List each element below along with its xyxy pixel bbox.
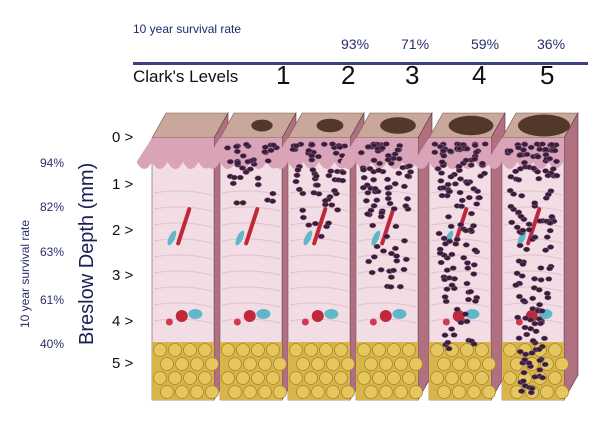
clark-level-1: 1 <box>276 60 291 90</box>
clark-level-4: 4 <box>472 60 487 90</box>
depth-tick-0: 0 > <box>112 129 134 146</box>
skin-block <box>486 111 579 402</box>
clark-level-3: 3 <box>405 60 420 90</box>
top-survival-rate: 93% <box>341 36 370 52</box>
depth-tick-4: 4 > <box>112 313 134 330</box>
depth-tick-2: 2 > <box>112 222 134 239</box>
skin-block <box>340 111 433 402</box>
top-survival-rate: 36% <box>537 36 566 52</box>
depth-tick-5: 5 > <box>112 355 134 372</box>
depth-tick-3: 3 > <box>112 267 134 284</box>
left-survival-rate: 40% <box>40 337 65 351</box>
left-survival-rate: 63% <box>40 245 65 259</box>
skin-block <box>204 111 297 402</box>
clark-level-2: 2 <box>341 60 356 90</box>
top-survival-rate: 71% <box>401 36 430 52</box>
clark-level-5: 5 <box>540 60 555 90</box>
clarks-levels-label: Clark's Levels <box>133 67 239 86</box>
top-survival-label: 10 year survival rate <box>133 22 242 36</box>
left-survival-rate: 94% <box>40 156 65 170</box>
depth-tick-1: 1 > <box>112 176 134 193</box>
left-survival-rate: 61% <box>40 293 65 307</box>
skin-block <box>413 111 506 402</box>
header-divider <box>133 62 588 65</box>
left-survival-rate: 82% <box>40 200 65 214</box>
top-survival-rate: 59% <box>471 36 500 52</box>
